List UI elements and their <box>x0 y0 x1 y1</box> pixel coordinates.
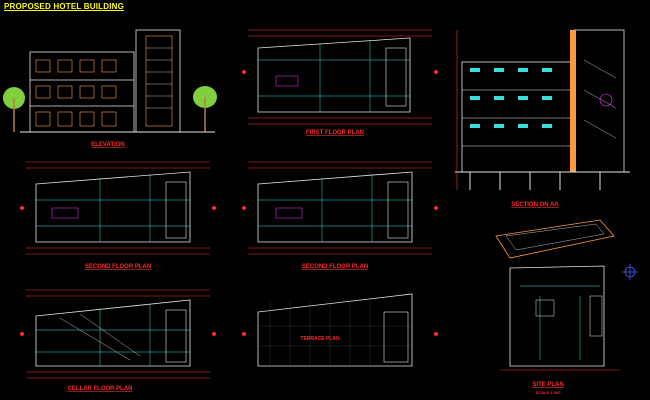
site-plan-scale: SCALE 1:200 <box>536 390 562 395</box>
elevation-drawing: ELEVATION <box>3 29 217 148</box>
north-compass-icon <box>622 264 638 280</box>
second-floor-label: SECOND FLOOR PLAN <box>85 264 151 270</box>
sheet-title: PROPOSED HOTEL BUILDING <box>4 2 125 11</box>
terrace-plan: TERRACE PLAN <box>242 293 438 367</box>
site-plan: SITE PLAN SCALE 1:200 <box>495 219 638 395</box>
first-floor-plan: FIRST FLOOR PLAN <box>242 29 438 136</box>
terrace-label: TERRACE PLAN <box>300 336 340 342</box>
tree-left-icon <box>3 87 25 132</box>
section-aa: SECTION ON AA <box>455 29 630 208</box>
first-floor-label: FIRST FLOOR PLAN <box>306 130 364 136</box>
second-floor-plan: SECOND FLOOR PLAN <box>20 161 216 270</box>
elevation-label: ELEVATION <box>91 142 124 148</box>
tree-right-icon <box>193 86 217 132</box>
third-floor-label: SECOND FLOOR PLAN <box>302 264 368 270</box>
site-plan-label: SITE PLAN <box>532 382 563 388</box>
cellar-floor-label: CELLAR FLOOR PLAN <box>68 386 133 392</box>
section-label: SECTION ON AA <box>511 202 559 208</box>
third-floor-plan: SECOND FLOOR PLAN <box>242 161 438 270</box>
cellar-floor-plan: CELLAR FLOOR PLAN <box>20 289 216 392</box>
